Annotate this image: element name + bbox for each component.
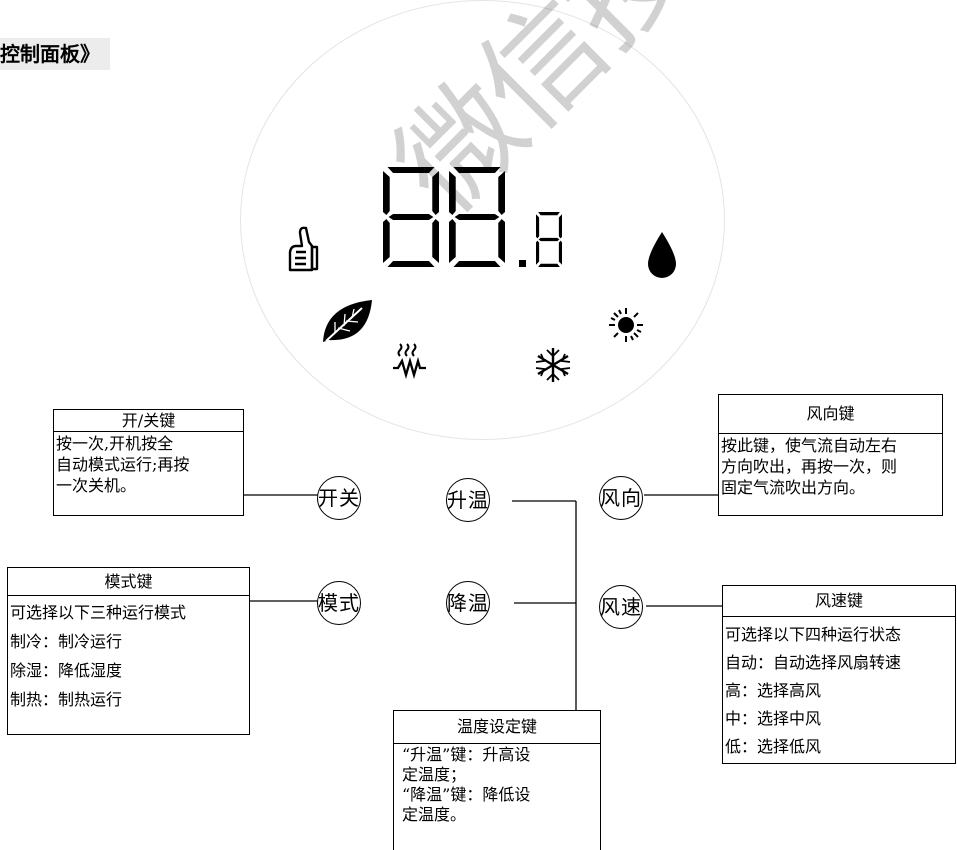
power-key-title: 开/关键: [54, 410, 243, 432]
panel-title-tab: 控制面板》: [0, 38, 110, 70]
fan-key-title: 风速键: [723, 586, 955, 617]
swing-key-box: 风向键 按此键，使气流自动左右 方向吹出，再按一次，则 固定气流吹出方向。: [718, 394, 943, 516]
fan-key-desc-line: 低：选择低风: [725, 737, 822, 756]
mode-key-desc-line: 制冷：制冷运行: [10, 632, 123, 651]
temp-key-title: 温度设定键: [394, 711, 600, 744]
power-key-box: 开/关键 按一次,开机按全 自动模式运行;再按 一次关机。: [53, 409, 244, 516]
temp-down-button[interactable]: 降温: [446, 581, 490, 625]
fan-key-box: 风速键 可选择以下四种运行状态 自动：自动选择风扇转速 高：选择高风 中：选择中…: [722, 585, 956, 764]
mode-key-title: 模式键: [8, 568, 249, 596]
fan-key-desc-line: 高：选择高风: [725, 681, 822, 700]
swing-key-desc-line: 固定气流吹出方向。: [721, 478, 866, 497]
temp-key-box: 温度设定键 “升温”键：升高设 定温度； “降温”键：降低设 定温度。: [393, 710, 601, 850]
fan-key-desc-line: 中：选择中风: [725, 709, 822, 728]
mode-button[interactable]: 模式: [317, 581, 361, 625]
mode-key-desc-line: 除湿：降低湿度: [10, 661, 123, 680]
mode-key-desc-line: 制热：制热运行: [10, 690, 123, 709]
snowflake-icon: [535, 348, 571, 382]
power-button[interactable]: 开关: [317, 476, 361, 520]
thumbs-up-icon: [288, 226, 319, 272]
control-panel-outline: [240, 0, 725, 440]
power-key-desc-line: 按一次,开机按全: [56, 434, 174, 453]
fan-key-desc-line: 可选择以下四种运行状态: [725, 625, 902, 644]
swing-key-title: 风向键: [719, 395, 942, 434]
water-drop-icon: [648, 232, 676, 278]
mode-key-box: 模式键 可选择以下三种运行模式 制冷：制冷运行 除湿：降低湿度 制热：制热运行: [7, 567, 250, 735]
lcd-digit-small: [536, 212, 562, 267]
swing-key-desc-line: 按此键，使气流自动左右: [721, 436, 898, 455]
swing-button[interactable]: 风向: [599, 476, 643, 520]
mode-key-desc-line: 可选择以下三种运行模式: [10, 603, 187, 622]
temp-key-desc-line: 定温度；: [402, 765, 467, 784]
lcd-decimal-point: [519, 260, 526, 267]
fan-key-desc-line: 自动：自动选择风扇转速: [725, 653, 902, 672]
temp-key-desc-line: 定温度。: [402, 805, 467, 824]
sun-icon: [609, 308, 643, 342]
power-key-desc-line: 一次关机。: [56, 476, 137, 495]
leaf-icon: [323, 300, 372, 342]
heat-icon: [393, 343, 426, 380]
temp-key-desc-line: “升温”键：升高设: [402, 745, 531, 764]
swing-key-desc-line: 方向吹出，再按一次，则: [721, 457, 898, 476]
power-key-desc-line: 自动模式运行;再按: [56, 455, 190, 474]
temp-key-desc-line: “降温”键：降低设: [402, 785, 531, 804]
fan-speed-button[interactable]: 风速: [599, 585, 643, 629]
temp-up-button[interactable]: 升温: [446, 478, 490, 522]
